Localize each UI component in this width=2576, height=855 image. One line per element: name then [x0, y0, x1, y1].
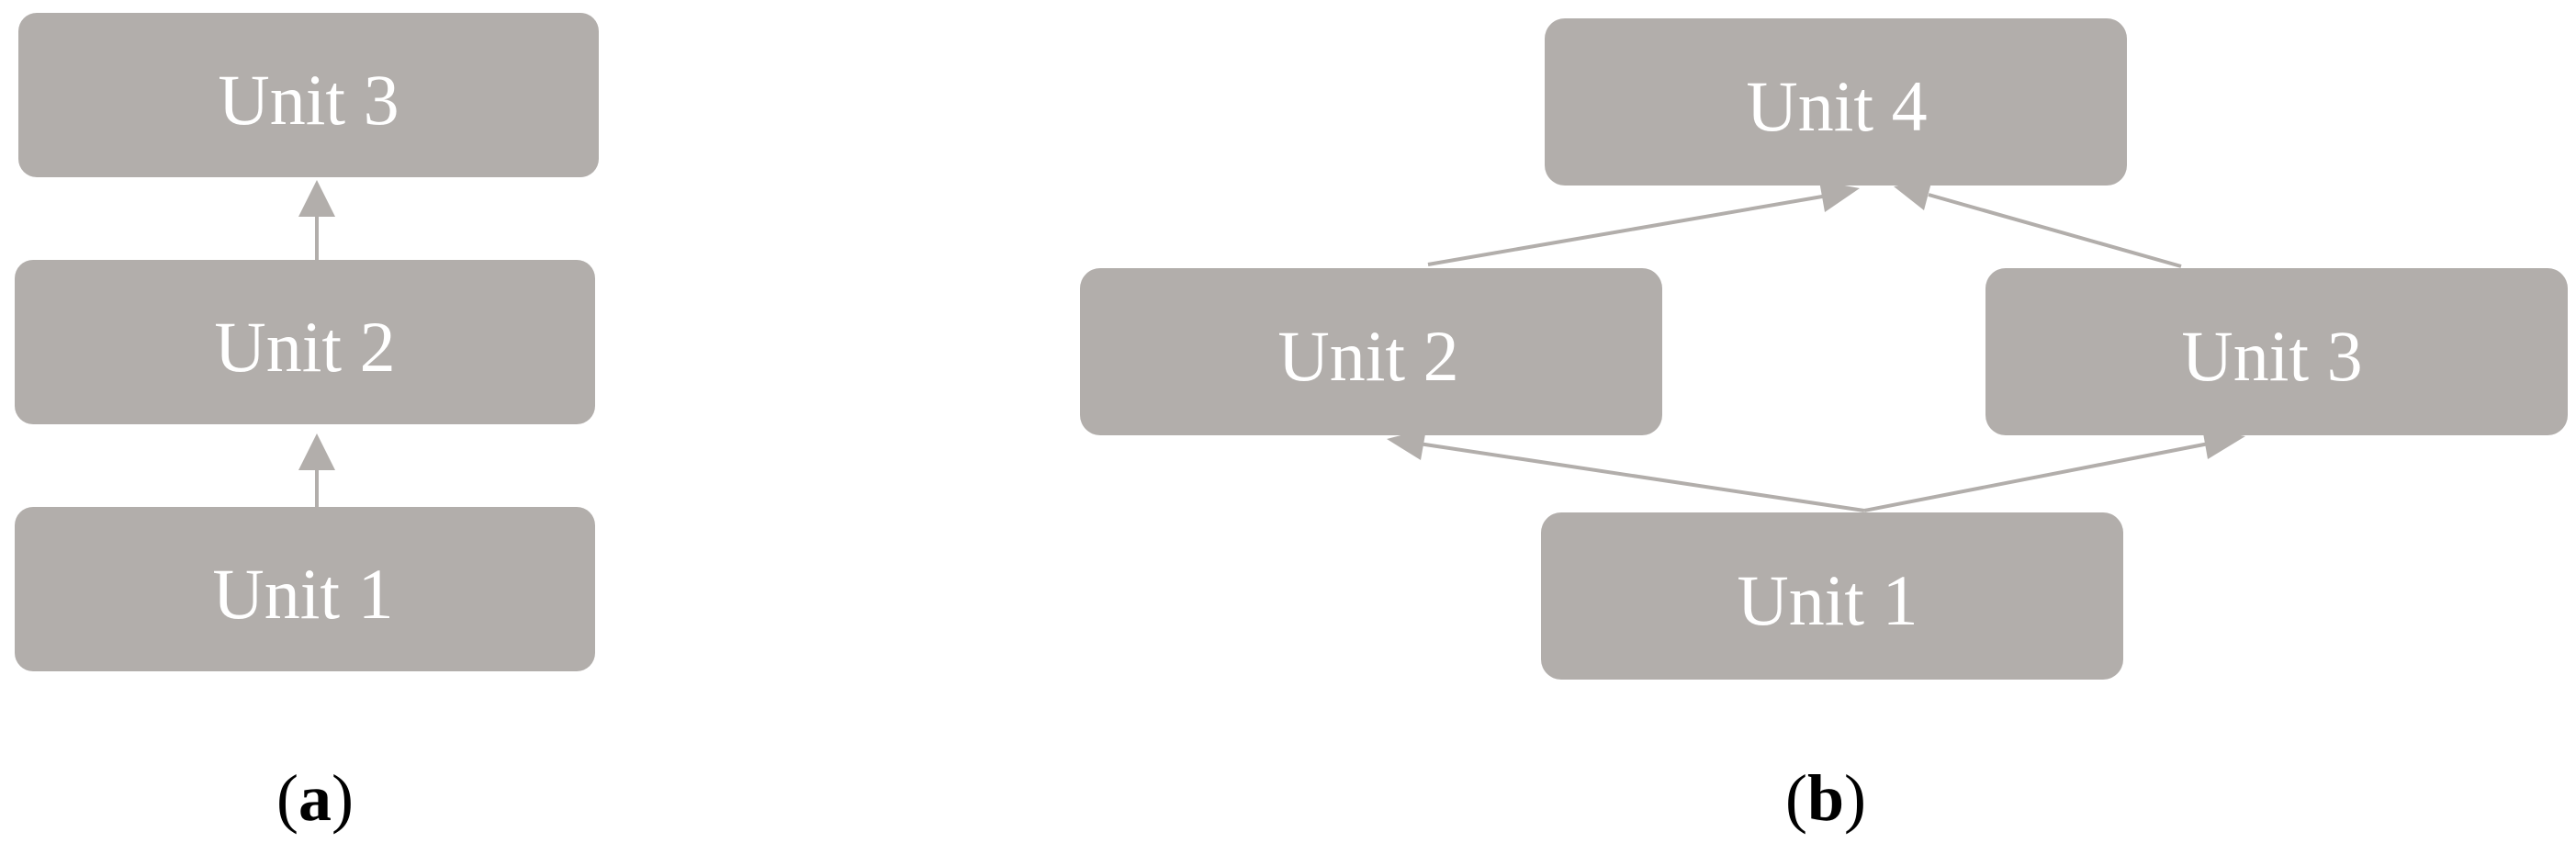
node-a-unit2: Unit 2: [15, 260, 595, 424]
node-b-unit1: Unit 1: [1541, 512, 2123, 680]
node-a-unit2-label: Unit 2: [214, 307, 395, 387]
node-b-unit2: Unit 2: [1080, 268, 1662, 435]
caption-b-letter: b: [1807, 761, 1844, 835]
node-b-unit2-label: Unit 2: [1277, 316, 1458, 396]
node-a-unit1-label: Unit 1: [212, 554, 393, 634]
edge-b-unit3-to-unit4: [1894, 179, 2182, 268]
caption-b: (b): [1785, 761, 1866, 835]
node-b-unit4-label: Unit 4: [1746, 66, 1927, 146]
edge-b-unit1-to-unit3: [1863, 428, 2245, 512]
node-b-unit4: Unit 4: [1545, 18, 2127, 186]
edge-b-unit2-to-unit4: [1427, 181, 1860, 266]
node-b-unit3-label: Unit 3: [2181, 316, 2362, 396]
node-b-unit1-label: Unit 1: [1737, 560, 1918, 640]
caption-a: (a): [276, 761, 354, 835]
caption-a-letter: a: [298, 761, 332, 835]
node-b-unit3: Unit 3: [1985, 268, 2568, 435]
panel-a: Unit 3 Unit 2 Unit 1 (a): [15, 13, 599, 835]
panel-b: Unit 4 Unit 2 Unit 3 Unit 1 (b): [1080, 18, 2568, 835]
edge-b-unit1-to-unit2: [1387, 429, 1865, 512]
node-a-unit1: Unit 1: [15, 507, 595, 671]
node-a-unit3: Unit 3: [18, 13, 599, 177]
node-a-unit3-label: Unit 3: [218, 60, 399, 140]
